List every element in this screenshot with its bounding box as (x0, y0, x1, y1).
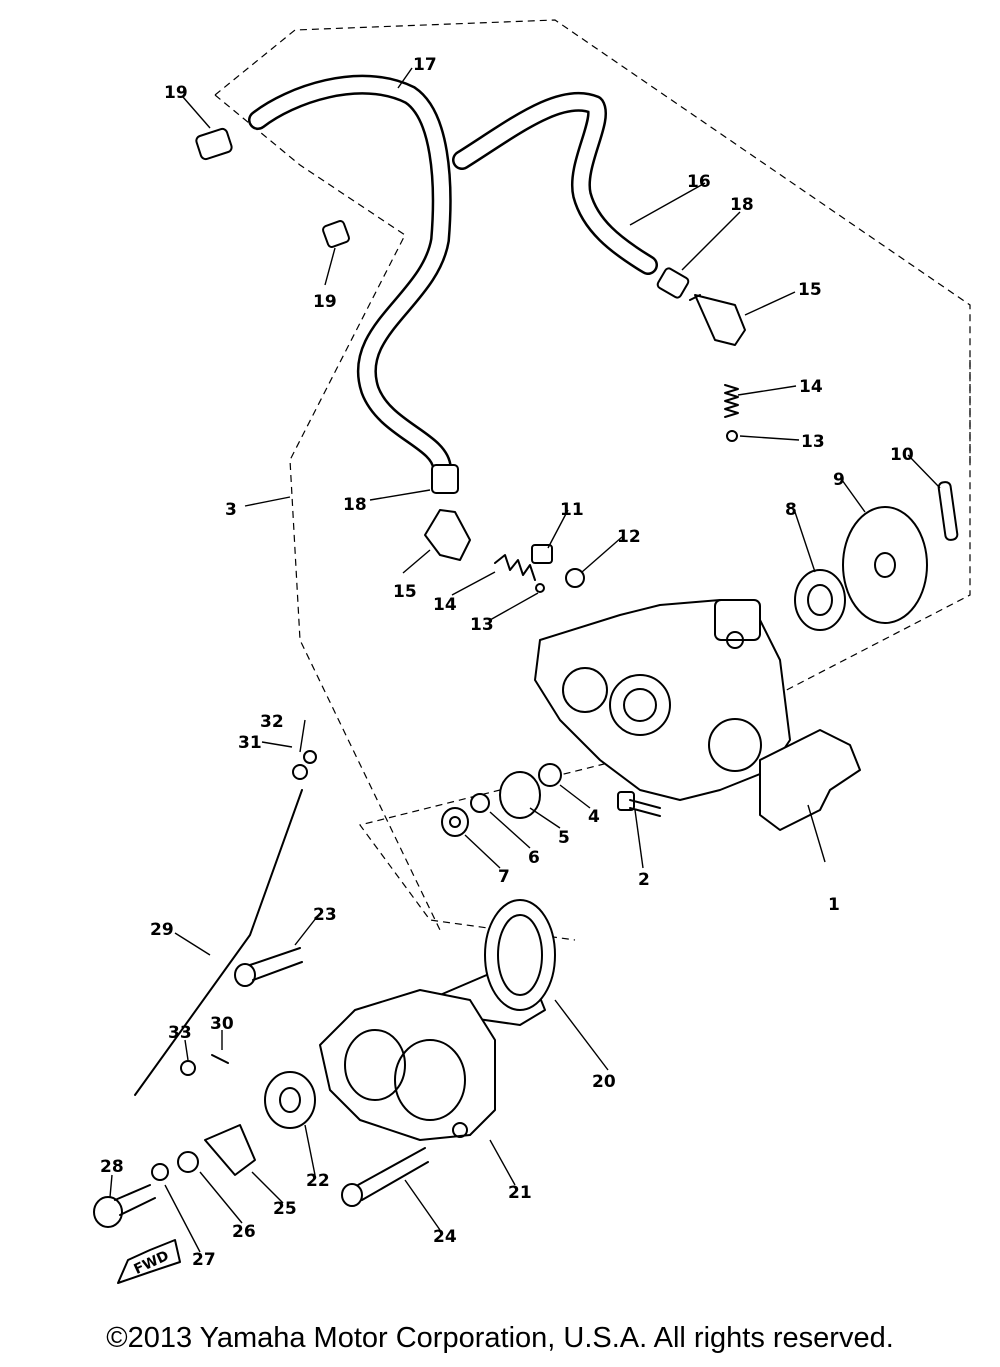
banjo-fitting-15-upper (689, 294, 746, 346)
callout-labels: 1 2 3 4 5 6 7 8 9 10 11 12 13 13 14 14 1… (100, 55, 914, 1270)
callout-25: 25 (273, 1199, 297, 1219)
callout-32: 32 (260, 712, 284, 732)
bolt-2 (617, 791, 661, 817)
callout-20: 20 (592, 1072, 616, 1092)
callout-14-lower: 14 (433, 595, 457, 615)
callout-15-lower: 15 (393, 582, 417, 602)
assembly-outline (214, 19, 971, 941)
bolt-24 (341, 1147, 429, 1207)
gasket-1 (759, 729, 861, 831)
callout-19-lower: 19 (313, 292, 337, 312)
washer-12 (565, 568, 585, 588)
control-rod-29 (134, 750, 317, 1096)
callout-29: 29 (150, 920, 174, 940)
nut-7 (441, 807, 469, 837)
callout-12: 12 (617, 527, 641, 547)
callout-4: 4 (588, 807, 600, 827)
check-ball-13-lower (535, 583, 545, 593)
check-ball-13-upper (726, 430, 738, 442)
washer-26 (177, 1151, 199, 1173)
hose-clip-18-upper (656, 267, 690, 299)
drive-gear-9 (842, 506, 928, 624)
callout-18-lower: 18 (343, 495, 367, 515)
callout-33: 33 (168, 1023, 192, 1043)
bolt-23 (234, 947, 303, 987)
washer-6 (470, 793, 490, 813)
banjo-fitting-15-lower (424, 509, 471, 561)
callout-2: 2 (638, 870, 650, 890)
callout-16: 16 (687, 172, 711, 192)
callout-17: 17 (413, 55, 437, 75)
plate-5 (499, 771, 541, 819)
leader-lines (109, 67, 941, 1253)
callout-22: 22 (306, 1171, 330, 1191)
callout-24: 24 (433, 1227, 457, 1247)
oil-seal-22 (264, 1071, 316, 1129)
callout-18-upper: 18 (730, 195, 754, 215)
callout-31: 31 (238, 733, 262, 753)
check-spring-14-upper (724, 384, 739, 418)
callout-23: 23 (313, 905, 337, 925)
callout-21: 21 (508, 1183, 532, 1203)
copyright-notice: ©2013 Yamaha Motor Corporation, U.S.A. A… (106, 1322, 894, 1354)
clip-33 (180, 1060, 196, 1076)
fwd-arrow-icon: FWD (117, 1239, 181, 1284)
plug-11 (531, 544, 553, 564)
callout-8: 8 (785, 500, 797, 520)
callout-19-upper: 19 (164, 83, 188, 103)
callout-15-upper: 15 (798, 280, 822, 300)
check-spring-14-lower (494, 554, 536, 581)
pump-lever-25 (204, 1124, 256, 1176)
callout-14-upper: 14 (799, 377, 823, 397)
callout-9: 9 (833, 470, 845, 490)
callout-11: 11 (560, 500, 584, 520)
oil-pump-body (534, 599, 791, 801)
callout-3: 3 (225, 500, 237, 520)
callout-13-upper: 13 (801, 432, 825, 452)
callout-10: 10 (890, 445, 914, 465)
callout-6: 6 (528, 848, 540, 868)
callout-1: 1 (828, 895, 840, 915)
bearing-8 (794, 569, 846, 631)
pin-10 (937, 481, 959, 541)
washer-4 (538, 763, 562, 787)
washer-27 (151, 1163, 169, 1181)
callout-7: 7 (498, 867, 510, 887)
oil-hose-16 (452, 91, 658, 275)
screw-28 (93, 1184, 156, 1228)
hose-clip-19-upper (195, 127, 233, 161)
oil-hose-17 (248, 74, 452, 478)
callout-13-lower: 13 (470, 615, 494, 635)
pump-cover-21 (319, 989, 496, 1141)
callout-28: 28 (100, 1157, 124, 1177)
callout-26: 26 (232, 1222, 256, 1242)
callout-27: 27 (192, 1250, 216, 1270)
callout-5: 5 (558, 828, 570, 848)
callout-30: 30 (210, 1014, 234, 1034)
hose-clip-19-lower (322, 220, 350, 248)
pin-30 (211, 1054, 229, 1064)
hose-clip-18-lower (431, 464, 459, 494)
